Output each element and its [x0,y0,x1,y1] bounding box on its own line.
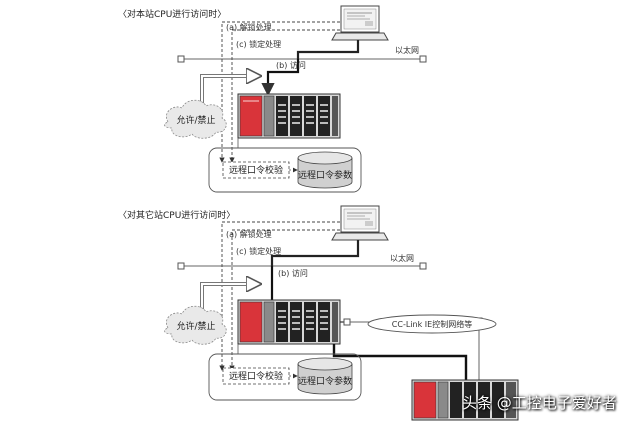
plc-rack-1 [237,93,341,139]
section1-title: 〈对本站CPU进行访问时〉 [118,8,226,20]
section2: 〈对其它站CPU进行访问时〉 以太网 (a) 解锁处理 (c) 锁定处理 (b)… [118,205,519,421]
laptop-icon [331,5,389,41]
access-label-1: (b) 访问 [276,60,306,70]
watermark: 头条 @工控电子爱好者 [462,394,617,412]
unlock-label-2: (a) 解锁处理 [226,229,272,239]
lock-label-2: (c) 锁定处理 [236,246,281,256]
remote-plc-rack [411,379,519,421]
permit-cloud-1: 允许/禁止 [164,99,227,139]
unlock-label-1: (a) 解锁处理 [226,22,272,32]
network-label: CC-Link IE控制网络等 [392,319,472,329]
ethernet-label-2: 以太网 [390,253,414,263]
access-label-2: (b) 访问 [278,268,308,278]
param-database-1: 远程口令参数 [297,151,353,189]
param-label-1: 远程口令参数 [298,169,352,181]
laptop-icon [331,205,389,241]
param-label-2: 远程口令参数 [298,375,352,387]
param-database-2: 远程口令参数 [297,357,353,395]
permit-label-2: 允许/禁止 [176,320,215,332]
ethernet-label-1: 以太网 [395,45,419,55]
network-bubble: CC-Link IE控制网络等 [367,314,497,334]
section2-title: 〈对其它站CPU进行访问时〉 [118,209,235,221]
verify-box-1: 远程口令校验 [229,164,283,176]
verify-box-2: 远程口令校验 [229,370,283,382]
plc-rack-2 [237,299,341,345]
lock-label-1: (c) 锁定处理 [236,39,281,49]
permit-label-1: 允许/禁止 [176,114,215,126]
permit-cloud-2: 允许/禁止 [164,305,227,345]
section1: 〈对本站CPU进行访问时〉 以太网 (a) 解锁处理 (c) 锁定处理 (b) … [118,5,427,193]
